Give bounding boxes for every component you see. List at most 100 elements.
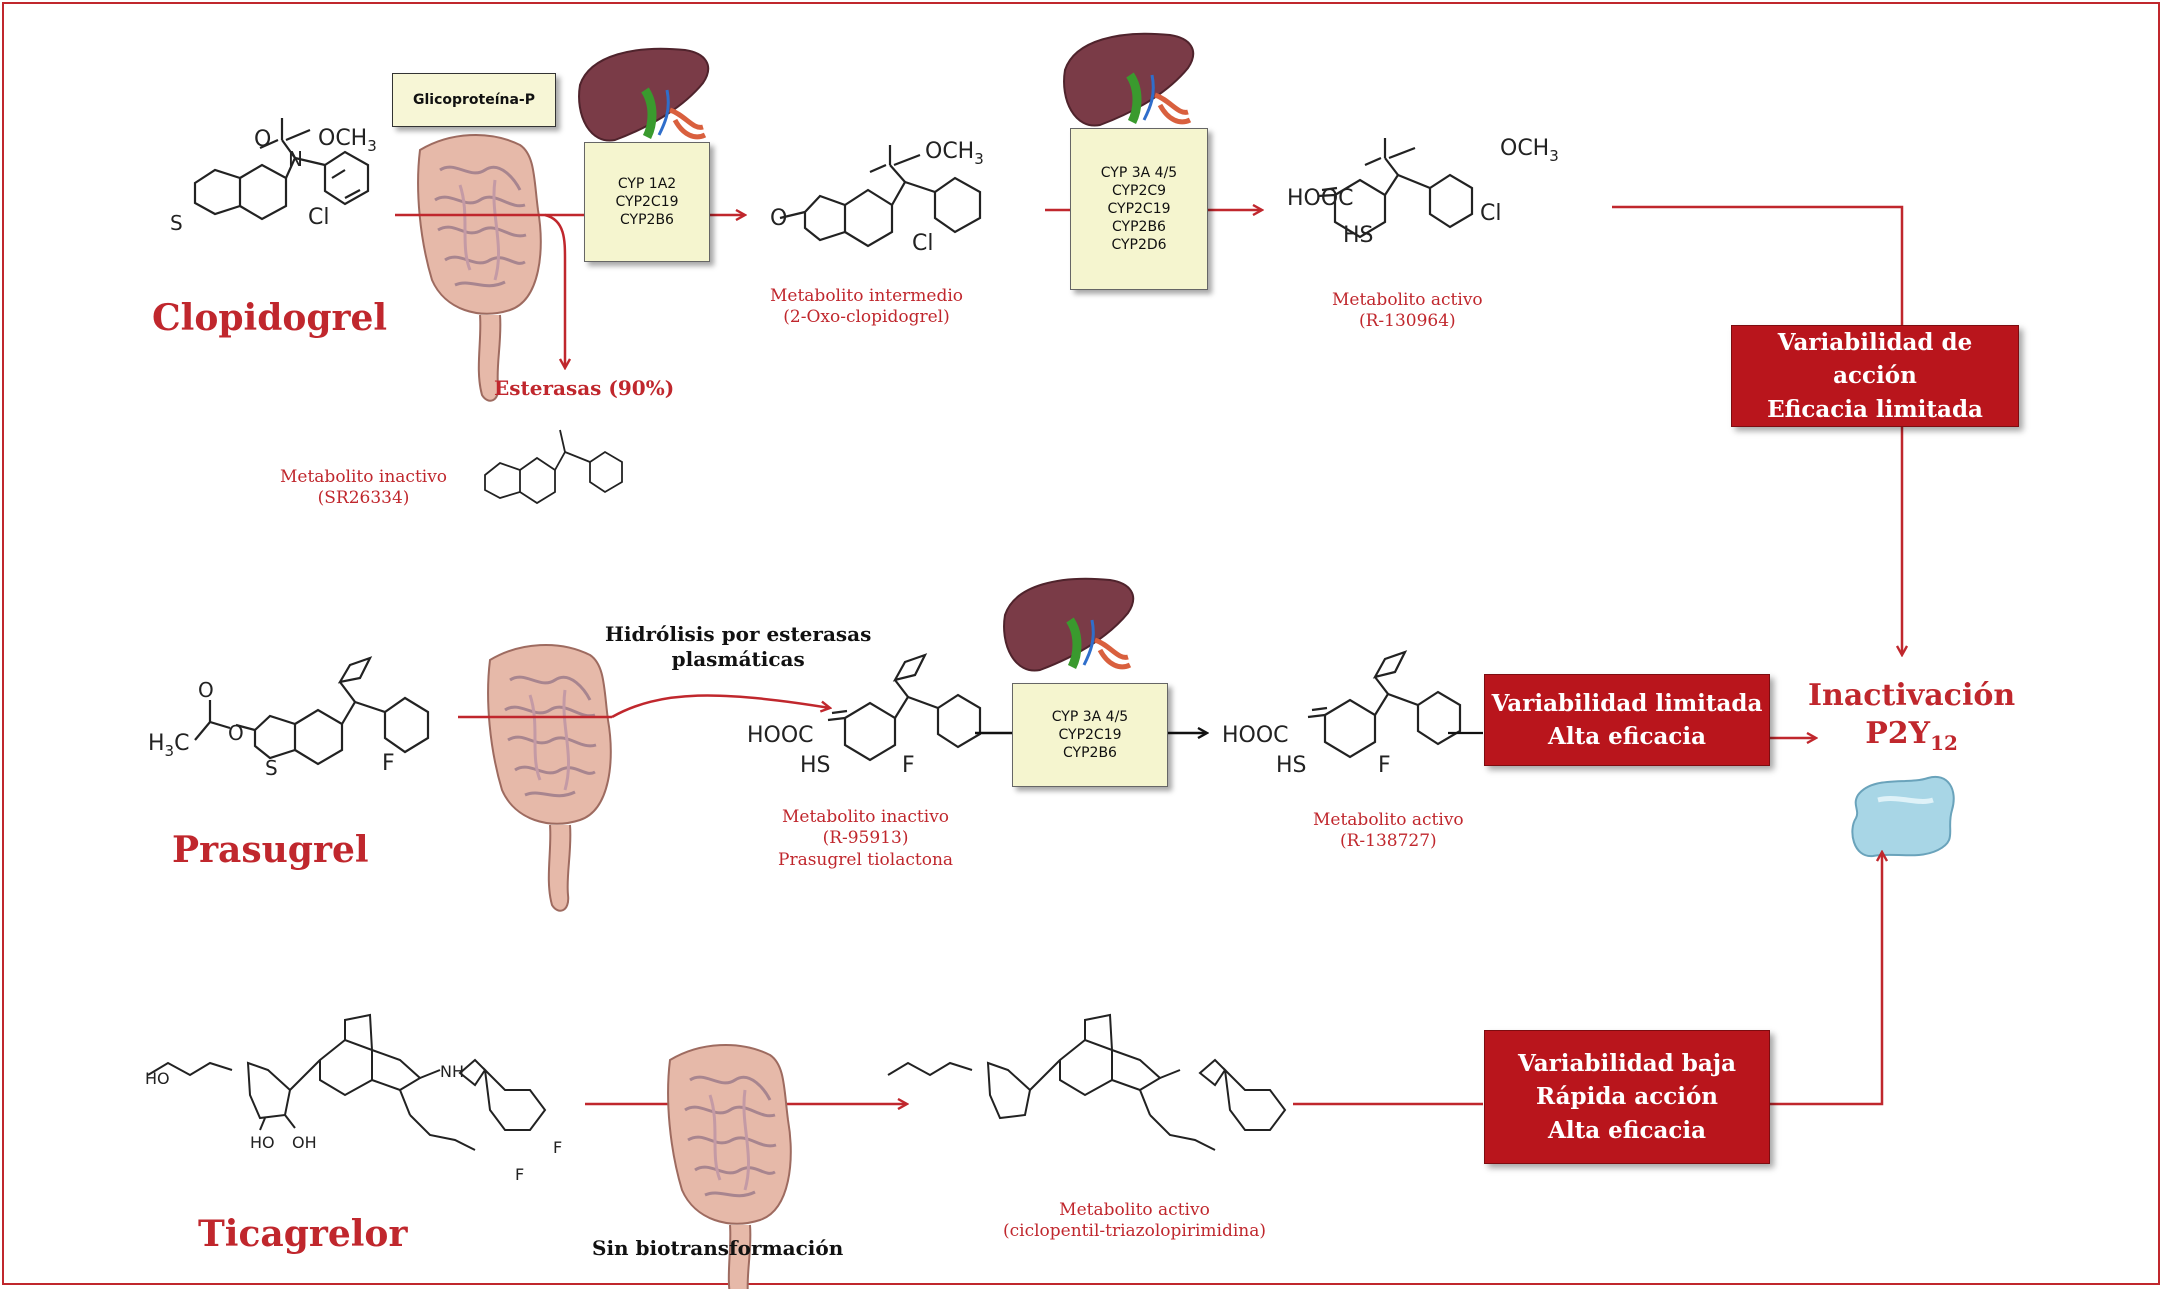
glycoprotein-p-box: Glicoproteína-P	[392, 73, 556, 127]
arrow-to-esterases	[544, 213, 565, 368]
chem-f-label-p2: F	[902, 753, 915, 778]
label-line: Metabolito activo	[1332, 290, 1483, 310]
enzyme-label: CYP 3A 4/5	[1100, 164, 1178, 181]
chem-och3-label-2: OCH3	[925, 139, 984, 168]
enzyme-box-clop-2: CYP 3A 4/5 CYP2C9 CYP2C19 CYP2B6 CYP2D6	[1070, 128, 1208, 290]
outcome-box-ticagrelor: Variabilidad baja Rápida acción Alta efi…	[1484, 1030, 1770, 1164]
label-line: (R-95913)	[822, 828, 909, 849]
chem-cl-label: Cl	[308, 205, 329, 230]
label-line: (ciclopentil-triazolopirimidina)	[1003, 1221, 1266, 1242]
chem-hs-label-p2: HS	[1276, 753, 1307, 778]
liver-icon-2	[1064, 34, 1193, 126]
outcome-line: Eficacia limitada	[1767, 395, 1983, 423]
label-line: (2-Oxo-clopidogrel)	[783, 307, 950, 328]
enzyme-label: CYP2C9	[1111, 182, 1167, 199]
enzyme-label: CYP 3A 4/5	[1051, 708, 1129, 725]
chem-oh-label-t: OH	[292, 1133, 317, 1152]
intermediate-metabolite-label: Metabolito intermedio (2-Oxo-clopidogrel…	[770, 286, 963, 329]
ticagrelor-active-structure	[887, 1013, 1287, 1151]
chem-hooc-label-p: HOOC	[747, 723, 814, 748]
prasugrel-active-metabolite-label: Metabolito activo (R-138727)	[1313, 810, 1464, 853]
prasugrel-inactive-metabolite-label: Metabolito inactivo (R-95913) Prasugrel …	[778, 807, 953, 871]
label-line: Metabolito inactivo	[781, 807, 950, 827]
outcome-box-clopidogrel: Variabilidad de acción Eficacia limitada	[1731, 325, 2019, 427]
enzyme-box-clop-1: CYP 1A2 CYP2C19 CYP2B6	[584, 142, 710, 262]
outcome-box-prasugrel: Variabilidad limitada Alta eficacia	[1484, 674, 1770, 766]
clop-active-structure	[1317, 138, 1474, 239]
inactive-metabolite-structure	[484, 429, 623, 505]
chem-n-label: N	[288, 147, 303, 171]
label-line: (R-138727)	[1339, 831, 1437, 852]
outcome-line: Alta eficacia	[1547, 723, 1707, 750]
drug-ticagrelor: Ticagrelor	[198, 1213, 408, 1255]
arrow-ticagrelor-to-target	[1770, 852, 1882, 1106]
label-line: plasmáticas	[671, 647, 805, 671]
label-line: Metabolito inactivo	[280, 467, 448, 487]
enzyme-label: CYP2B6	[1112, 219, 1166, 236]
hydrolysis-label: Hidrólisis por esterasas plasmáticas	[605, 622, 871, 672]
esterases-label: Esterasas (90%)	[494, 376, 675, 400]
enzyme-label: CYP 1A2	[617, 175, 677, 192]
label-line: Hidrólisis por esterasas	[605, 622, 872, 646]
chem-ho-label-t2: HO	[250, 1133, 275, 1152]
prasugrel-inactive-structure	[827, 653, 982, 762]
intestine-icon-2	[486, 643, 613, 913]
chem-o-label-2: O	[770, 206, 787, 231]
chem-s-label-p: S	[265, 756, 278, 780]
connector-clop-outcome	[1612, 205, 1904, 352]
chem-och3-label-3: OCH3	[1500, 136, 1559, 165]
ticagrelor-active-metabolite-label: Metabolito activo (ciclopentil-triazolop…	[1003, 1200, 1266, 1243]
chem-o-label-p2: O	[198, 678, 214, 702]
liver-icon	[579, 49, 708, 141]
chem-f-label-p3: F	[1378, 753, 1391, 778]
enzyme-label: CYP2C19	[1107, 200, 1171, 217]
chem-och3-label: OCH3	[318, 126, 377, 155]
label-line: Metabolito activo	[1059, 1200, 1210, 1220]
drug-prasugrel: Prasugrel	[172, 829, 369, 871]
target-line-2: P2Y12	[1808, 715, 2015, 756]
outcome-line: Alta eficacia	[1547, 1116, 1707, 1144]
drug-clopidogrel: Clopidogrel	[152, 297, 388, 339]
target-label: Inactivación P2Y12	[1808, 677, 2015, 756]
chem-f-label-t2: F	[515, 1165, 524, 1184]
chem-f-label-p: F	[382, 751, 395, 776]
enzyme-label: CYP2B6	[1063, 745, 1117, 762]
chem-hooc-label: HOOC	[1287, 186, 1354, 211]
chem-ho-label-t: HO	[145, 1069, 170, 1088]
label-line: Metabolito intermedio	[770, 286, 964, 306]
label-line: Metabolito activo	[1313, 810, 1464, 830]
outcome-line: Variabilidad baja	[1518, 1049, 1736, 1077]
target-receptor: P2Y	[1865, 715, 1931, 751]
intestine-icon	[416, 133, 543, 403]
chem-o-label-p1: O	[228, 721, 244, 745]
target-line-1: Inactivación	[1808, 678, 2016, 713]
enzyme-box-prasugrel: CYP 3A 4/5 CYP2C19 CYP2B6	[1012, 683, 1168, 787]
chem-nh-label-t: NH	[440, 1062, 464, 1081]
chem-o-label: O	[254, 127, 271, 152]
chem-h3c-label: H3C	[148, 731, 189, 760]
outcome-line: Variabilidad de acción	[1777, 328, 1973, 390]
prasugrel-structure	[194, 656, 430, 766]
arrow-hydrolysis	[611, 694, 830, 719]
chem-f-label-t: F	[553, 1138, 562, 1157]
enzyme-label: CYP2B6	[620, 212, 674, 229]
prasugrel-active-structure	[1307, 650, 1462, 759]
outcome-line: Variabilidad limitada	[1491, 689, 1763, 717]
p2y12-receptor-icon	[1852, 777, 1953, 856]
label-line: (R-130964)	[1358, 311, 1456, 332]
label-line: (SR26334)	[317, 488, 410, 509]
no-biotransformation-label: Sin biotransformación	[592, 1236, 844, 1260]
chem-hs-label-p: HS	[800, 753, 831, 778]
label-line: Prasugrel tiolactona	[778, 849, 954, 870]
chem-s-label: S	[170, 211, 183, 235]
chem-cl-label-3: Cl	[1480, 201, 1501, 226]
outcome-line: Rápida acción	[1535, 1083, 1719, 1111]
chem-cl-label-2: Cl	[912, 231, 933, 256]
intermediate-structure	[779, 145, 982, 248]
enzyme-label: CYP2D6	[1111, 237, 1167, 254]
chem-hs-label: HS	[1343, 223, 1374, 248]
inactive-metabolite-label: Metabolito inactivo (SR26334)	[280, 467, 447, 510]
clopidogrel-structure	[193, 118, 370, 221]
ticagrelor-structure	[147, 1013, 547, 1151]
